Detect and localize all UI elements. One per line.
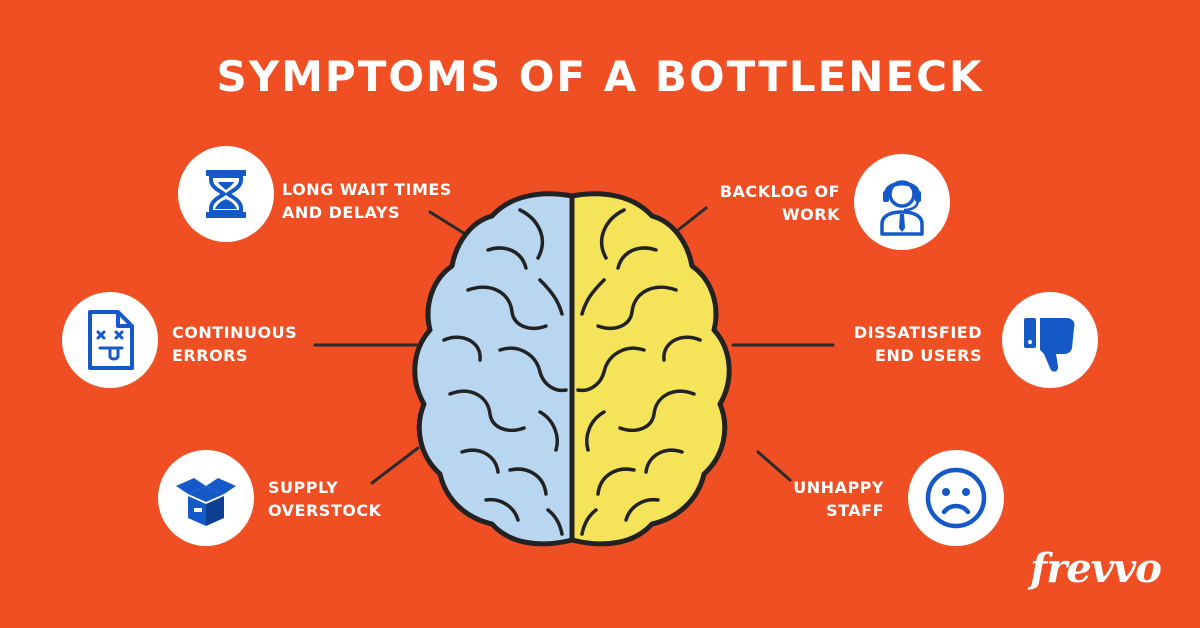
symptom-label-errors: CONTINUOUS ERRORS bbox=[172, 323, 298, 365]
symptom-label-backlog: BACKLOG OF WORK bbox=[719, 182, 840, 224]
thumbs-down-icon-badge bbox=[1002, 292, 1098, 388]
symptom-label-unhappy: UNHAPPY STAFF bbox=[793, 478, 884, 520]
sad-face-icon-badge bbox=[908, 450, 1004, 546]
brain-left-folds bbox=[442, 208, 568, 536]
brain-right-folds bbox=[576, 208, 702, 536]
thumbs-down-icon bbox=[1024, 318, 1075, 372]
broken-document-icon-badge bbox=[62, 292, 158, 388]
open-box-icon-badge bbox=[158, 450, 254, 546]
brain-right-hemisphere bbox=[569, 191, 732, 547]
connector-lines bbox=[313, 206, 835, 485]
support-agent-icon-badge bbox=[854, 154, 950, 250]
symptom-label-dissatisfied: DISSATISFIED END USERS bbox=[853, 323, 982, 365]
symptom-label-wait-times: LONG WAIT TIMES AND DELAYS bbox=[282, 180, 452, 222]
hourglass-icon bbox=[206, 170, 246, 218]
symptom-label-overstock: SUPPLY OVERSTOCK bbox=[268, 478, 382, 520]
connector-line-unhappy bbox=[756, 450, 792, 482]
sad-face-icon bbox=[925, 467, 987, 529]
hourglass-icon-badge bbox=[178, 146, 274, 242]
support-agent-icon bbox=[880, 180, 924, 236]
broken-document-icon bbox=[88, 310, 134, 370]
brain-left-hemisphere bbox=[412, 191, 575, 547]
frevvo-logo: frevvo bbox=[1030, 545, 1162, 592]
page-title: SYMPTOMS OF A BOTTLENECK bbox=[216, 52, 984, 101]
connector-line-overstock bbox=[370, 446, 420, 485]
open-box-icon bbox=[176, 478, 236, 526]
